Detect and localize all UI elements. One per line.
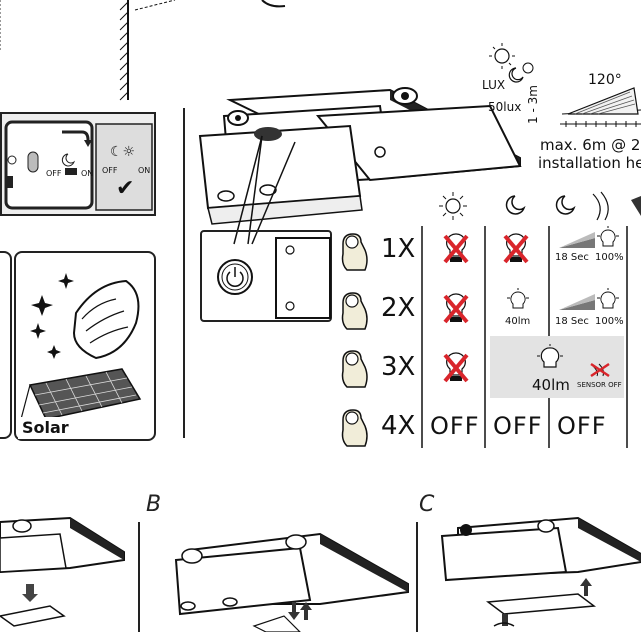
- r2c3-time: 18 Sec: [555, 316, 589, 327]
- solar-label: Solar: [22, 418, 69, 437]
- toggle-off-label: OFF: [46, 169, 62, 178]
- detection-angle: 120°: [588, 72, 622, 88]
- installation-height: installation he: [538, 154, 641, 172]
- toggle-on-label-2: ON: [138, 166, 151, 175]
- hand-press-icon-4: [341, 409, 368, 447]
- mount-height: 1 - 3m: [526, 85, 540, 124]
- mode-table: 1X 2X 3X 4X 18 Sec 100% 40lm: [335, 186, 641, 448]
- lux-label: LUX: [482, 78, 506, 92]
- sun-moon-icon: ☾☼: [110, 144, 136, 160]
- bulb-on-icon-r2c3: [597, 288, 619, 309]
- bulb-off-icon-r1c2: [503, 233, 529, 264]
- checkmark-icon: ✔: [116, 176, 135, 201]
- step-b-label: B: [146, 492, 162, 517]
- r3-sensor-off: SENSOR OFF: [577, 381, 622, 389]
- step-b-divider: [416, 522, 418, 632]
- bulb-off-icon-r1c1: [443, 233, 469, 264]
- r3-lumen: 40lm: [532, 376, 570, 394]
- bulb-off-icon-r2c1: [443, 293, 469, 324]
- press-2x: 2X: [381, 293, 416, 323]
- r1c3-percent: 100%: [595, 252, 624, 263]
- dim-gradient-icon-r1: [559, 232, 595, 248]
- toggle-off-label-2: OFF: [102, 166, 118, 175]
- lamp-drawing: [190, 86, 530, 326]
- lux-value: 50lux: [488, 100, 522, 114]
- detection-range: max. 6m @ 2: [540, 136, 641, 154]
- sensor-off-icon: [590, 362, 610, 378]
- bulb-off-icon-r3c1: [443, 352, 469, 383]
- r2c2-lumen: 40lm: [505, 316, 531, 327]
- bulb-on-icon-r1c3: [597, 226, 619, 247]
- sensor-info: LUX 50lux 120° 1 - 3m max. 6m @ 2 instal…: [480, 40, 641, 180]
- hand-press-icon-3: [341, 350, 368, 388]
- power-button-panel: [200, 230, 332, 322]
- step-c-label: C: [419, 492, 435, 517]
- step-c-lamp: [438, 514, 641, 632]
- press-1x: 1X: [381, 234, 416, 264]
- section-divider: [183, 108, 185, 438]
- bulb-on-icon-r2c2: [507, 288, 529, 309]
- r4c2-off: OFF: [493, 412, 543, 440]
- press-3x: 3X: [381, 352, 416, 382]
- toggle-on-label: ON: [81, 169, 94, 178]
- bulb-on-icon-r3: [537, 344, 563, 368]
- r2c3-percent: 100%: [595, 316, 624, 327]
- step-a-lamp: [0, 512, 136, 632]
- r4c3-off: OFF: [557, 412, 607, 440]
- step-b-lamp: [170, 520, 410, 632]
- toggle-panel: OFF ON OFF ON ✔ ☾☼: [0, 112, 156, 216]
- hand-press-icon-2: [341, 292, 368, 330]
- r1c3-time: 18 Sec: [555, 252, 589, 263]
- r4c1-off: OFF: [430, 412, 480, 440]
- step-a-divider: [138, 522, 140, 632]
- cleaning-panel-left: [0, 251, 12, 439]
- dim-gradient-icon-r2: [559, 294, 595, 310]
- wall-sketch: [0, 0, 290, 105]
- press-4x: 4X: [381, 411, 416, 441]
- hand-press-icon-1: [341, 233, 368, 271]
- cleaning-panel: Solar: [14, 251, 156, 441]
